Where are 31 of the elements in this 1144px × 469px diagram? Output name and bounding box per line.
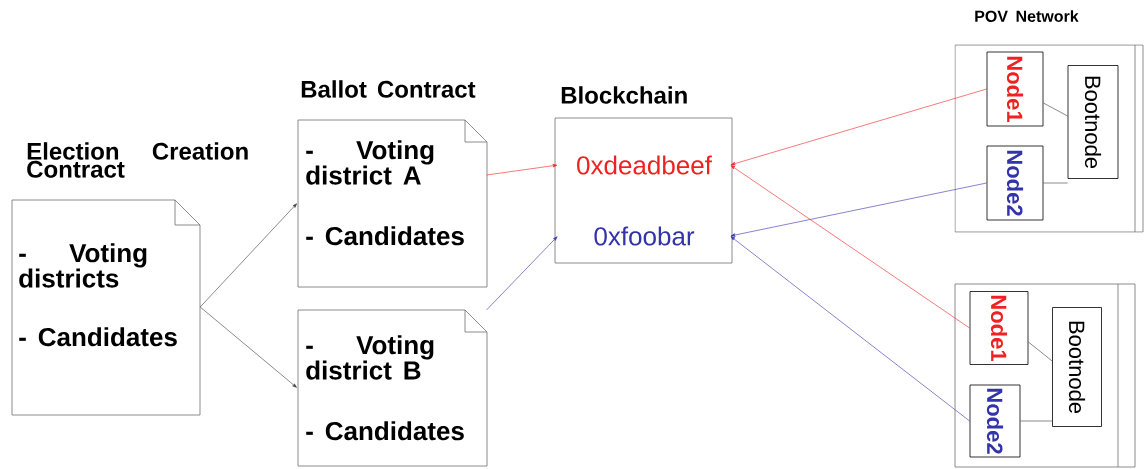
address-label: 0xdeadbeef [577, 155, 712, 175]
arrow [486, 164, 558, 176]
node-box: Bootnode [1067, 65, 1119, 179]
node-box: Node2 [986, 145, 1044, 221]
arrow [730, 236, 970, 422]
arrow [730, 182, 987, 237]
heading: POV Network [975, 10, 1079, 22]
arrow [199, 306, 297, 388]
container-box [954, 283, 1136, 468]
node-box: Bootnode [1052, 307, 1102, 427]
arrow [486, 236, 558, 311]
heading: Election Creation Contract [27, 142, 248, 178]
connector-line [1043, 182, 1068, 184]
arrow [730, 88, 987, 166]
body-text: - Candidates [306, 226, 464, 246]
connector-line [1028, 341, 1053, 362]
address-label: 0xfoobar [594, 226, 695, 246]
heading: Ballot Contract [301, 80, 476, 98]
body-text: - Voting district A [306, 140, 434, 185]
connector-line [1043, 102, 1068, 117]
connector-line [1020, 420, 1053, 422]
arrow [199, 203, 297, 308]
body-text: - Candidates [306, 421, 464, 441]
body-text: - Voting district B [306, 335, 434, 380]
node-box: Node2 [969, 384, 1021, 458]
node-box: Node1 [986, 51, 1044, 127]
heading: Blockchain [561, 86, 687, 104]
body-text: - Voting districts [19, 243, 147, 288]
arrow [730, 165, 970, 329]
body-text: - Candidates [19, 327, 177, 347]
node-box: Node1 [969, 291, 1029, 365]
